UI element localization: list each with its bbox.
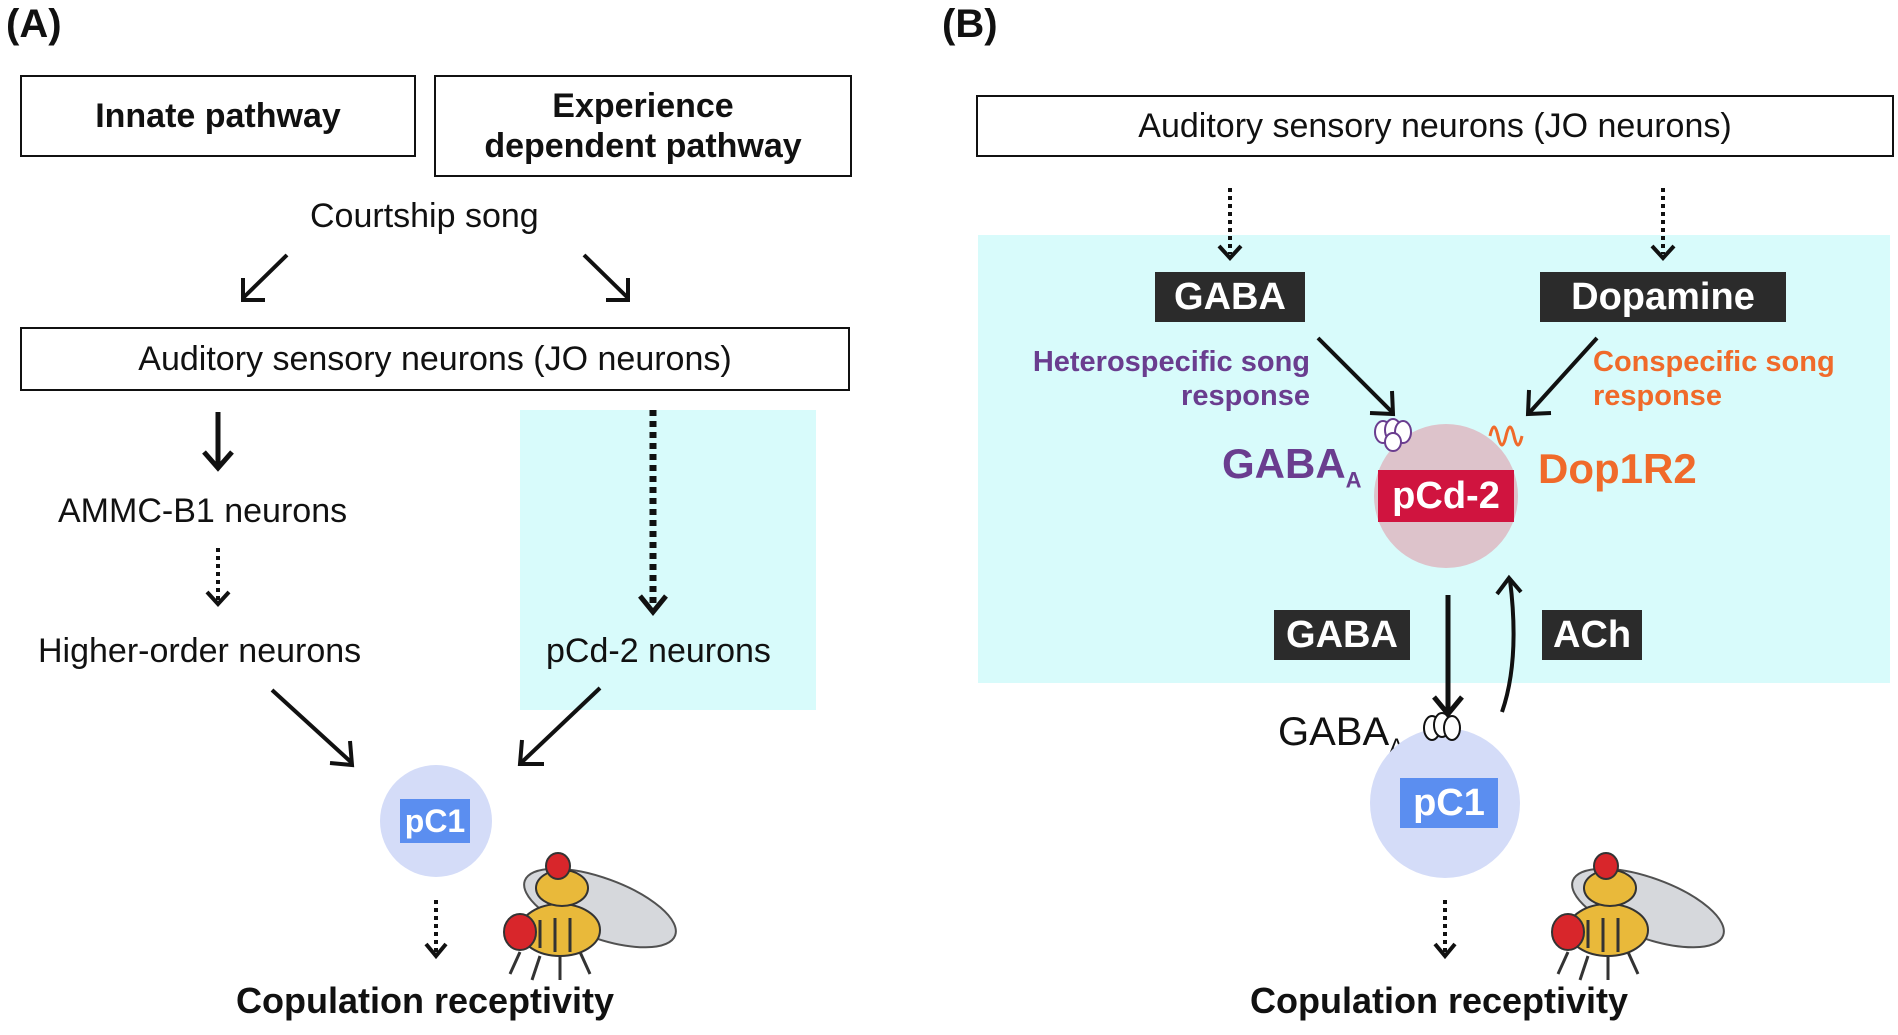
dop1r2-receptor-icon [1488, 425, 1524, 447]
arrow-ammc-to-higher [205, 548, 231, 607]
arrow-song-to-sensory-left [241, 253, 289, 302]
dopamine-tag: Dopamine [1540, 272, 1786, 322]
mating-flies-icon-a [503, 852, 677, 981]
hetero-line2: response [1181, 380, 1310, 412]
arrow-sensory-to-pcd2 [638, 410, 668, 616]
pc1-chip-b: pC1 [1400, 778, 1498, 828]
gabaa-receptor-icon-pc1 [1423, 712, 1461, 741]
pcd2-neurons-label: pCd-2 neurons [546, 632, 771, 670]
arrow-gaba-to-pcd2 [1316, 336, 1396, 417]
copulation-receptivity-b: Copulation receptivity [1250, 980, 1629, 1021]
gabaa-receptor-label: GABAA [1222, 440, 1362, 493]
innate-pathway-box: Innate pathway [20, 75, 416, 157]
arrow-pcd2-to-pc1 [517, 686, 602, 766]
arrow-song-to-sensory-right [582, 253, 630, 302]
panel-a-label: (A) [6, 2, 62, 46]
hetero-line1: Heterospecific song [1032, 346, 1310, 378]
courtship-song-label: Courtship song [310, 197, 539, 235]
con-line2: response [1593, 380, 1722, 412]
pc1-chip-a: pC1 [400, 799, 470, 843]
arrow-pc1-to-output-b [1433, 900, 1457, 960]
innate-pathway-title: Innate pathway [95, 97, 341, 135]
heterospecific-response-label: Heterospecific song response [1000, 345, 1310, 413]
experience-pathway-title: Experience dependent pathway [484, 87, 802, 165]
panel-b-label: (B) [942, 2, 998, 46]
arrow-pcd2-to-pc1-b [1432, 595, 1464, 718]
experience-pathway-box: Experience dependent pathway [434, 75, 852, 177]
higher-order-label: Higher-order neurons [38, 632, 362, 670]
sensory-neurons-label-b: Auditory sensory neurons (JO neurons) [1138, 106, 1732, 145]
arrow-sensory-to-dopamine [1650, 188, 1676, 261]
gabaa-receptor-subscript: A [1345, 467, 1362, 493]
gabaa-receptor-text: GABA [1222, 440, 1346, 487]
con-line1: Conspecific song [1593, 346, 1835, 378]
pc1-gabaa-text: GABA [1278, 710, 1390, 754]
gaba-tag-down: GABA [1274, 610, 1410, 660]
arrow-dopamine-to-pcd2 [1525, 336, 1599, 417]
pcd2-chip: pCd-2 [1378, 470, 1514, 522]
ammc-b1-label: AMMC-B1 neurons [58, 492, 348, 530]
arrow-pc1-to-pcd2-b [1495, 574, 1523, 713]
copulation-receptivity-a: Copulation receptivity [236, 980, 615, 1021]
arrow-higher-to-pc1 [270, 688, 355, 768]
conspecific-response-label: Conspecific song response [1593, 345, 1835, 413]
gaba-tag-top: GABA [1155, 272, 1305, 322]
sensory-neurons-box-a: Auditory sensory neurons (JO neurons) [20, 327, 850, 391]
ach-tag: ACh [1542, 610, 1642, 660]
experience-pathway-highlight [520, 410, 816, 710]
sensory-neurons-label-a: Auditory sensory neurons (JO neurons) [138, 339, 732, 378]
pc1-gabaa-label: GABAA [1278, 710, 1404, 760]
dop1r2-receptor-label: Dop1R2 [1538, 445, 1697, 492]
arrow-sensory-to-gaba [1217, 188, 1243, 261]
mating-flies-icon-b [1551, 852, 1725, 981]
arrow-sensory-to-ammc [202, 412, 234, 472]
arrow-pc1-to-output-a [424, 900, 448, 960]
gabaa-receptor-icon-pcd2 [1374, 418, 1412, 452]
sensory-neurons-box-b: Auditory sensory neurons (JO neurons) [976, 95, 1894, 157]
